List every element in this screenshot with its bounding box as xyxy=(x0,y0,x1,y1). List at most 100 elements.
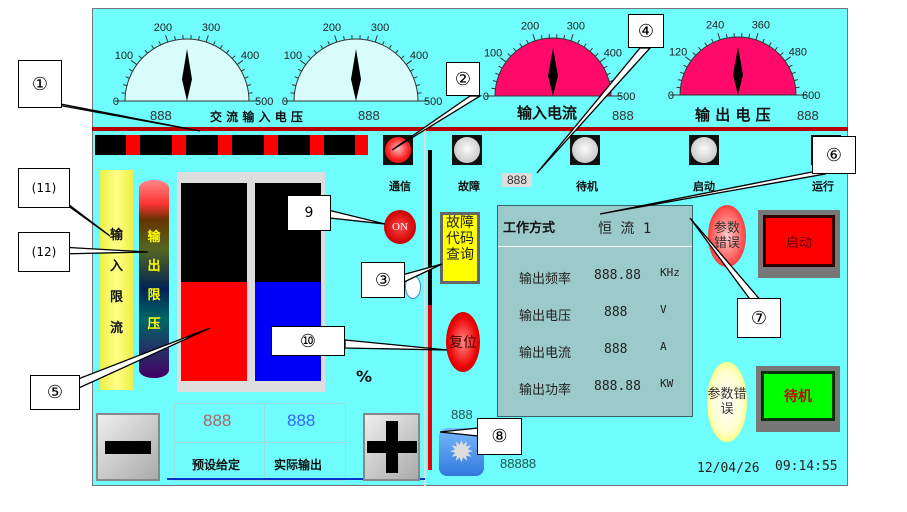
gauge-tick-label: 400 xyxy=(604,48,622,60)
gauge-tick xyxy=(704,42,708,47)
gauge-tick xyxy=(794,79,799,82)
percent-label: % xyxy=(356,367,373,386)
gauge-tick xyxy=(320,45,324,49)
gauge-tick xyxy=(307,55,312,59)
start-label: 启动 xyxy=(693,180,715,193)
gauge-tick xyxy=(244,76,249,79)
info-row-label: 输出电压 xyxy=(519,309,572,324)
gauge-tick-label: 200 xyxy=(323,22,341,34)
callout-2: ② xyxy=(446,62,480,96)
gauge-tick xyxy=(563,35,566,40)
callout-5: ⑤ xyxy=(30,375,80,410)
fault-label: 故障 xyxy=(458,180,480,193)
gauge-tick xyxy=(241,68,246,72)
fault-query-label: 故障代码查询 xyxy=(443,215,477,281)
status-segment xyxy=(218,135,232,155)
input-current-title: 输入电流 xyxy=(517,104,578,122)
gauge-tick-label: 600 xyxy=(802,90,820,102)
gauge-tick xyxy=(297,68,302,72)
output-voltage-limit[interactable]: 输 出 限 压 xyxy=(139,180,169,378)
gauge-tick xyxy=(606,72,611,76)
status-segment xyxy=(172,135,186,155)
gauge-tick xyxy=(788,64,793,68)
gauge-tick xyxy=(519,43,523,48)
gauge-tick xyxy=(413,76,418,79)
gauge-tick xyxy=(698,46,702,51)
gauge-tick-label: 100 xyxy=(484,48,502,60)
gauge-tick xyxy=(405,60,413,65)
gauge-tick xyxy=(603,65,608,69)
gauge-tick xyxy=(774,46,778,51)
reset-value: 888 xyxy=(451,407,473,422)
gauge-tick-label: 500 xyxy=(424,96,442,108)
info-row-unit: KHz xyxy=(660,266,680,279)
run-label: 运行 xyxy=(812,180,834,193)
gauge-tick xyxy=(755,33,759,40)
status-segment xyxy=(355,135,368,155)
level-bar-bottom xyxy=(428,305,432,470)
gauge-tick xyxy=(795,86,800,89)
callout-8: ⑧ xyxy=(477,418,522,455)
gauge-tick xyxy=(417,92,422,94)
settings-gear-button[interactable]: ✹ xyxy=(439,428,484,476)
plus-button[interactable] xyxy=(363,413,420,481)
gauge-tick xyxy=(138,55,143,59)
actual-label: 实际输出 xyxy=(274,458,323,472)
gauge-tick-label: 200 xyxy=(521,21,539,33)
gauge-tick xyxy=(784,56,791,62)
comm-label: 通信 xyxy=(389,180,411,193)
callout-6: ⑥ xyxy=(812,136,856,174)
info-row-label: 输出频率 xyxy=(519,272,572,287)
gauge-tick-label: 400 xyxy=(241,50,259,62)
status-segment xyxy=(264,135,278,155)
gauge-needle xyxy=(733,47,743,95)
info-row-unit: KW xyxy=(660,377,674,390)
input-current-limit[interactable]: 输 入 限 流 xyxy=(100,170,133,390)
level-bar-top xyxy=(428,150,432,305)
gauge-tick xyxy=(395,49,399,54)
fault-query-button[interactable]: 故障代码查询 xyxy=(440,212,480,284)
gauge-tick xyxy=(498,65,503,69)
gauge-tick xyxy=(226,49,230,54)
minus-button[interactable] xyxy=(96,413,160,481)
gauge-tick xyxy=(248,92,253,94)
info-row-label: 输出功率 xyxy=(519,383,572,398)
gauge-tick xyxy=(128,68,133,72)
start-button-label: 启动 xyxy=(763,215,835,267)
gauge-tick xyxy=(367,36,369,41)
gauge-tick xyxy=(768,42,772,47)
separator xyxy=(424,130,426,486)
reset-button[interactable]: 复位 xyxy=(446,312,480,372)
gauge-tick xyxy=(415,84,421,87)
gauge-tick xyxy=(583,43,587,48)
gauge-tick xyxy=(381,41,385,46)
gauge-tick xyxy=(677,79,682,82)
gauge-tick xyxy=(507,53,512,57)
gauge-tick-label: 300 xyxy=(202,22,220,34)
gauge-tick-label: 400 xyxy=(410,50,428,62)
on-button[interactable]: ON xyxy=(384,210,416,244)
start-button[interactable]: 启动 xyxy=(758,210,840,278)
setpoint-table xyxy=(174,403,347,482)
gauge-tick xyxy=(711,38,714,43)
minus-icon xyxy=(105,440,151,454)
status-segment xyxy=(126,135,140,155)
gauge-tick xyxy=(500,57,507,63)
gauge-tick-label: 0 xyxy=(113,96,119,108)
standby-button[interactable]: 待机 xyxy=(756,366,840,432)
fault-code: 888 xyxy=(502,173,533,187)
gauge-tick xyxy=(388,45,392,49)
gauge-tick xyxy=(676,86,681,89)
gauge-tick xyxy=(683,64,688,68)
gauge-tick xyxy=(212,41,216,46)
callout-11: (11) xyxy=(18,168,70,208)
gauge-tick xyxy=(410,68,415,72)
gauge-tick xyxy=(577,39,580,44)
gauge-tick xyxy=(526,39,529,44)
ac-input-voltage-title: 交 流 输 入 电 压 xyxy=(210,110,303,124)
gauge-tick xyxy=(495,72,500,76)
gauge-tick-label: 500 xyxy=(617,91,635,103)
callout-4: ④ xyxy=(628,14,664,48)
gauge-tick xyxy=(121,92,126,94)
gauge-tick xyxy=(343,36,345,41)
